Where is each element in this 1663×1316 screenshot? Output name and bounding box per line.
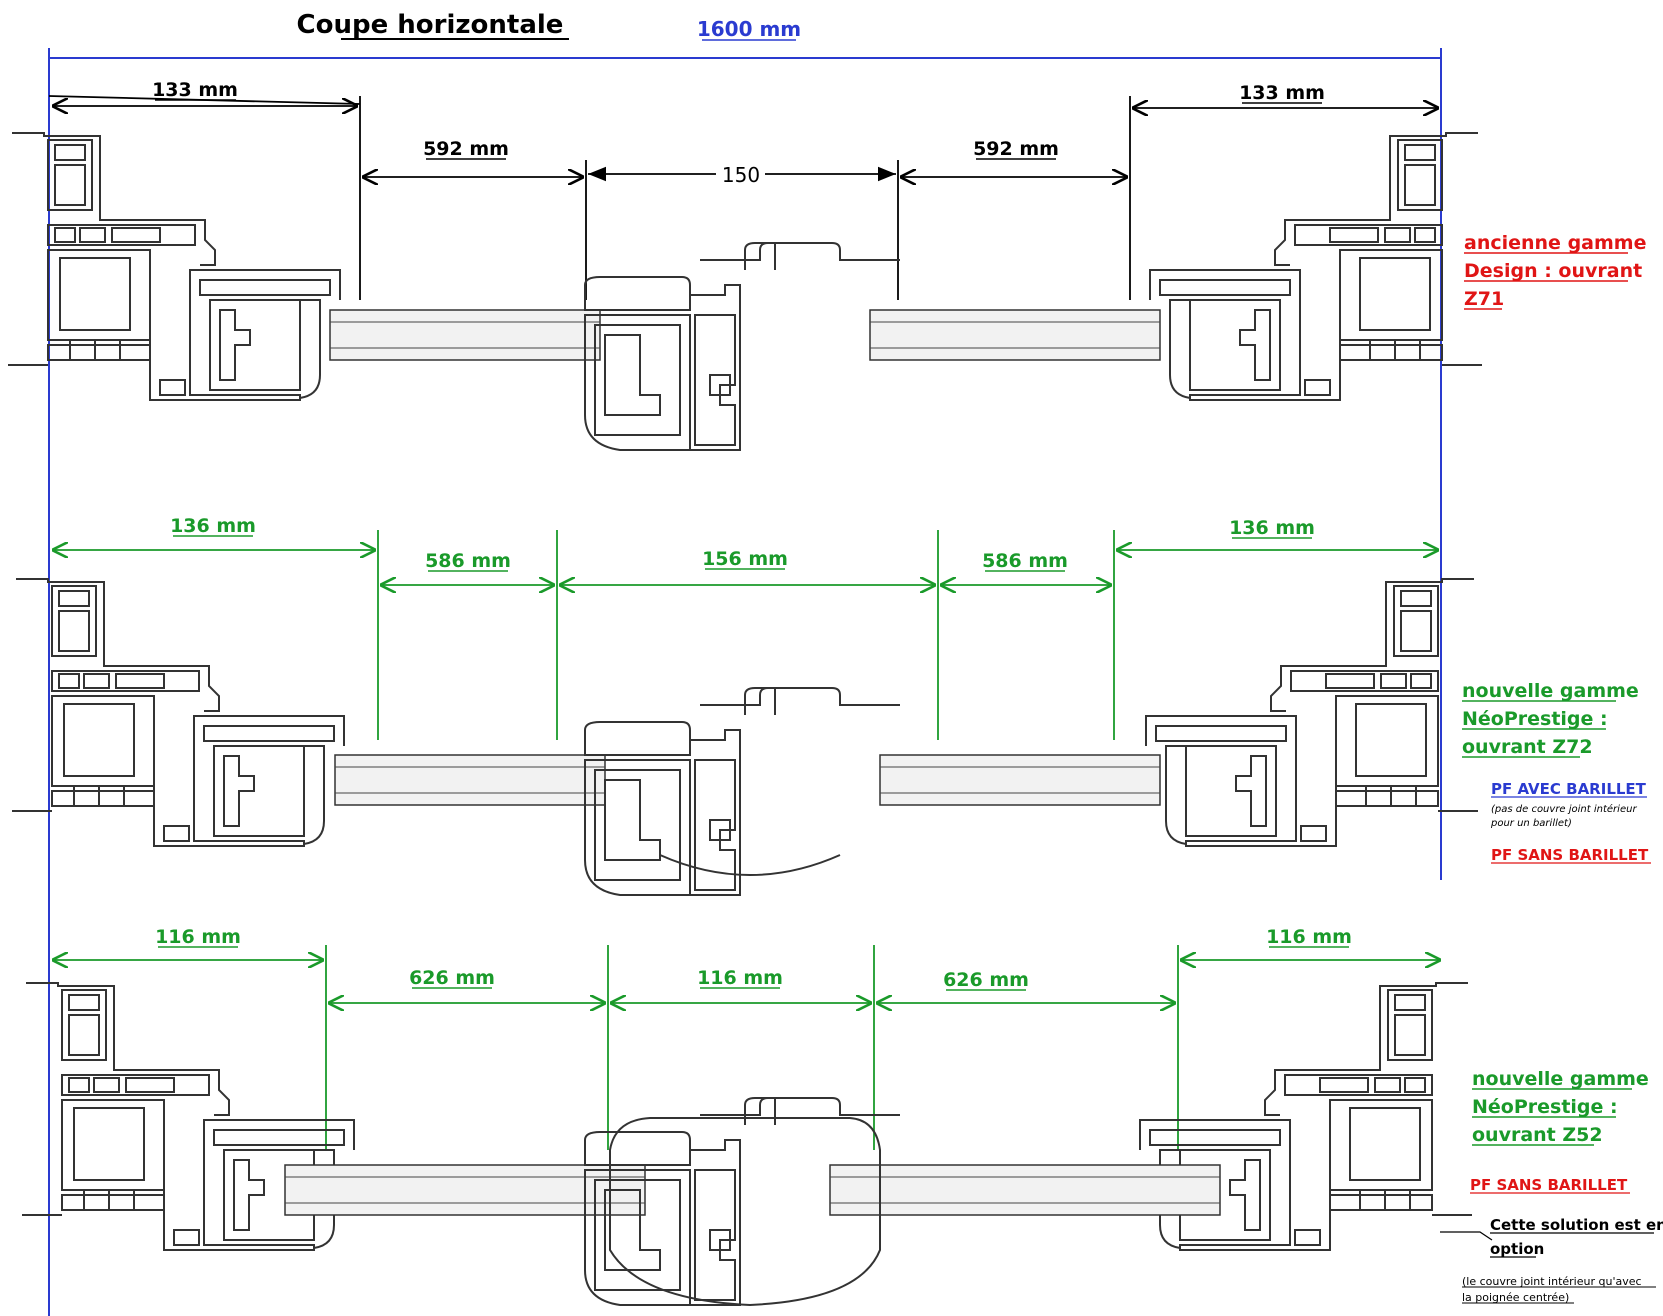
- svg-text:PF SANS BARILLET: PF SANS BARILLET: [1470, 1176, 1628, 1194]
- section-1-center-mullion: [584, 242, 901, 451]
- section-3-dim-frame-right: 116 mm: [1266, 926, 1352, 948]
- section-3-center-housing: [609, 1117, 881, 1307]
- section-2-dim-frame-left: 136 mm: [170, 515, 256, 537]
- svg-text:Z71: Z71: [1464, 288, 1504, 310]
- section-3-dim-frame-left: 116 mm: [155, 926, 241, 948]
- section-1-range-label: ancienne gamme Design : ouvrant Z71: [1464, 232, 1646, 310]
- svg-text:NéoPrestige :: NéoPrestige :: [1472, 1096, 1618, 1118]
- section-2-note-with-barrel: PF AVEC BARILLET (pas de couvre joint in…: [1490, 780, 1647, 829]
- svg-text:Design : ouvrant: Design : ouvrant: [1464, 260, 1642, 282]
- svg-text:NéoPrestige :: NéoPrestige :: [1462, 708, 1608, 730]
- section-1-left-glazing: [329, 309, 601, 361]
- section-3-dim-center: 116 mm: [697, 967, 783, 989]
- section-1-left-frame-profile: [7, 132, 341, 401]
- section-3-dim-glass-left: 626 mm: [409, 967, 495, 989]
- section-3-note-without-barrel: PF SANS BARILLET: [1470, 1176, 1630, 1194]
- svg-text:ancienne gamme: ancienne gamme: [1464, 232, 1646, 254]
- section-1-dim-frame-right: 133 mm: [1239, 82, 1325, 104]
- section-1-dim-center: 150: [722, 163, 760, 187]
- section-1-right-glazing: [869, 309, 1161, 361]
- section-2-left-glazing: [334, 754, 606, 806]
- svg-text:pour un barillet): pour un barillet): [1490, 818, 1572, 829]
- section-2-dim-frame-right: 136 mm: [1229, 517, 1315, 539]
- svg-text:(le couvre joint intérieur qu': (le couvre joint intérieur qu'avec: [1462, 1275, 1642, 1288]
- svg-text:option: option: [1490, 1240, 1544, 1258]
- section-2-center-cover-joint: [659, 854, 841, 876]
- section-2-note-without-barrel: PF SANS BARILLET: [1491, 846, 1651, 864]
- section-1-z71: 133 mm 592 mm 150 592 mm 133 mm ancienne…: [7, 79, 1646, 451]
- svg-text:(pas de couvre joint intérieur: (pas de couvre joint intérieur: [1491, 803, 1637, 815]
- section-2-dim-glass-left: 586 mm: [425, 550, 511, 572]
- section-3-left-glazing: [284, 1164, 646, 1216]
- section-1-right-frame-profile: [1149, 132, 1483, 401]
- section-2-dim-center: 156 mm: [702, 548, 788, 570]
- section-3-dimension-lines: [52, 945, 1441, 1150]
- section-2-z72: 136 mm 586 mm 156 mm 586 mm 136 mm nouve…: [11, 515, 1651, 896]
- svg-text:nouvelle gamme: nouvelle gamme: [1462, 680, 1639, 702]
- overall-width-outline: [48, 48, 1442, 1316]
- section-3-option-note: Cette solution est en option (le couvre …: [1440, 1216, 1663, 1304]
- svg-text:ouvrant Z72: ouvrant Z72: [1462, 736, 1593, 758]
- svg-text:Cette solution est en: Cette solution est en: [1490, 1216, 1663, 1234]
- section-2-right-frame-profile: [1145, 578, 1479, 847]
- overall-width-label: 1600 mm: [697, 17, 801, 41]
- section-2-dim-glass-right: 586 mm: [982, 550, 1068, 572]
- section-2-right-glazing: [879, 754, 1161, 806]
- svg-text:nouvelle gamme: nouvelle gamme: [1472, 1068, 1649, 1090]
- section-1-dim-glass-right: 592 mm: [973, 138, 1059, 160]
- section-3-dim-glass-right: 626 mm: [943, 969, 1029, 991]
- section-2-center-mullion: [584, 687, 901, 896]
- svg-text:PF AVEC BARILLET: PF AVEC BARILLET: [1491, 780, 1647, 798]
- section-2-dimension-lines: [52, 530, 1439, 740]
- svg-text:PF SANS BARILLET: PF SANS BARILLET: [1491, 846, 1649, 864]
- svg-text:la poignée centrée): la poignée centrée): [1462, 1291, 1569, 1304]
- section-2-left-frame-profile: [11, 578, 345, 847]
- section-3-z52: 116 mm 626 mm 116 mm 626 mm 116 mm nouve…: [21, 926, 1663, 1307]
- section-1-dim-glass-left: 592 mm: [423, 138, 509, 160]
- page-title: Coupe horizontale: [297, 10, 564, 40]
- section-2-range-label: nouvelle gamme NéoPrestige : ouvrant Z72: [1462, 680, 1639, 758]
- section-3-right-glazing: [829, 1164, 1221, 1216]
- section-3-range-label: nouvelle gamme NéoPrestige : ouvrant Z52: [1472, 1068, 1649, 1146]
- section-1-dim-frame-left: 133 mm: [152, 79, 238, 101]
- svg-text:ouvrant Z52: ouvrant Z52: [1472, 1124, 1603, 1146]
